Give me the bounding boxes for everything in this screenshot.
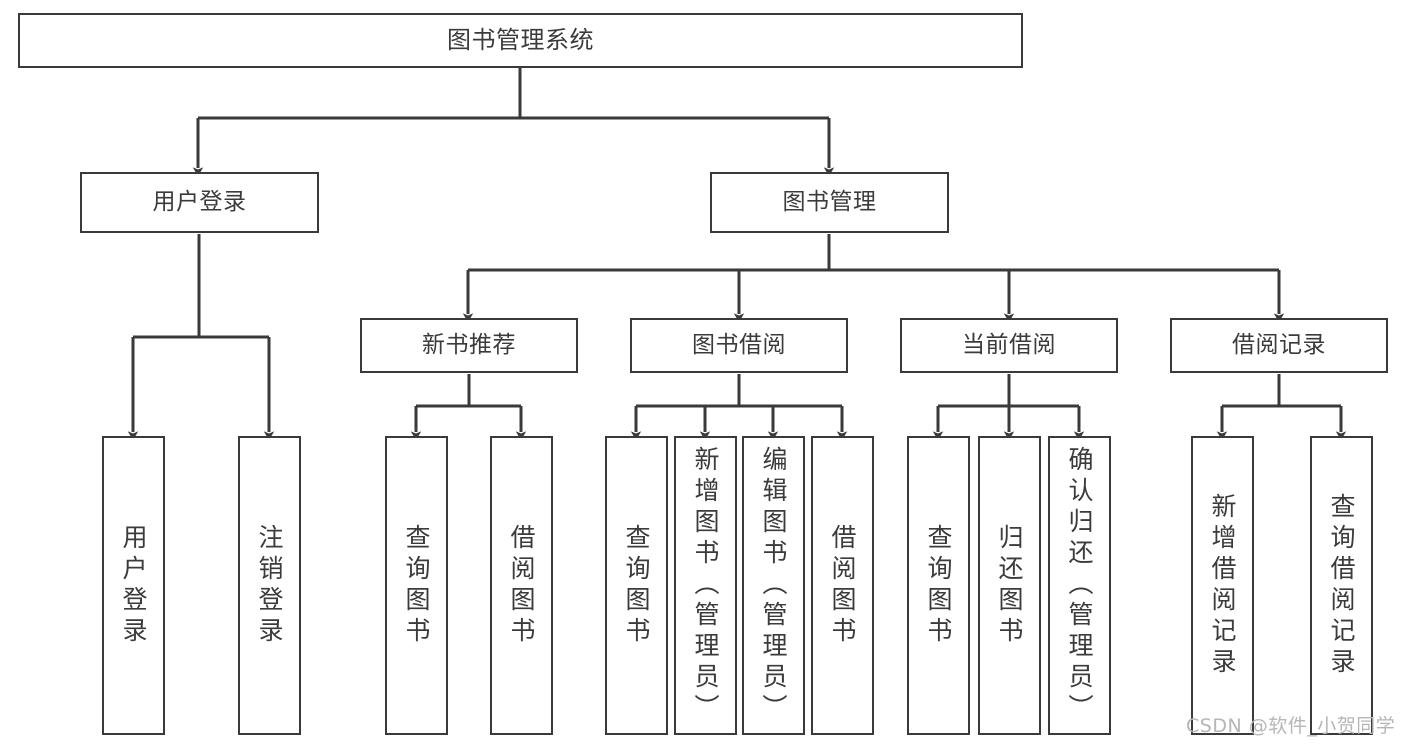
leaf-current-borrow-query[interactable]: 查询图书 bbox=[907, 436, 970, 735]
node-root-system-label: 图书管理系统 bbox=[447, 26, 594, 55]
node-current-borrow[interactable]: 当前借阅 bbox=[900, 318, 1118, 373]
leaf-current-borrow-query-label: 查询图书 bbox=[924, 523, 953, 648]
node-book-management[interactable]: 图书管理 bbox=[710, 172, 949, 233]
node-book-management-label: 图书管理 bbox=[782, 188, 877, 215]
leaf-book-borrow-borrow[interactable]: 借阅图书 bbox=[811, 436, 874, 735]
node-new-book-recommend-label: 新书推荐 bbox=[422, 331, 516, 358]
csdn-watermark: CSDN @软件_小贺同学 bbox=[1186, 715, 1396, 737]
node-new-book-recommend[interactable]: 新书推荐 bbox=[360, 318, 578, 373]
leaf-user-login-signin[interactable]: 用户登录 bbox=[102, 436, 165, 735]
leaf-current-borrow-confirm[interactable]: 确认归还（管理员） bbox=[1048, 436, 1111, 735]
leaf-current-borrow-confirm-label: 确认归还（管理员） bbox=[1065, 446, 1094, 725]
leaf-book-borrow-add-label: 新增图书（管理员） bbox=[691, 446, 720, 725]
leaf-borrow-record-add[interactable]: 新增借阅记录 bbox=[1191, 436, 1254, 735]
node-current-borrow-label: 当前借阅 bbox=[962, 331, 1056, 358]
leaf-new-book-query[interactable]: 查询图书 bbox=[385, 436, 448, 735]
leaf-current-borrow-return-label: 归还图书 bbox=[995, 523, 1024, 648]
leaf-book-borrow-borrow-label: 借阅图书 bbox=[828, 523, 857, 648]
node-borrow-record[interactable]: 借阅记录 bbox=[1170, 318, 1388, 373]
leaf-book-borrow-query[interactable]: 查询图书 bbox=[605, 436, 668, 735]
leaf-borrow-record-query-label: 查询借阅记录 bbox=[1327, 492, 1356, 679]
leaf-book-borrow-add[interactable]: 新增图书（管理员） bbox=[674, 436, 737, 735]
node-book-borrow-label: 图书借阅 bbox=[692, 331, 786, 358]
node-root-system[interactable]: 图书管理系统 bbox=[18, 13, 1023, 68]
leaf-book-borrow-edit[interactable]: 编辑图书（管理员） bbox=[742, 436, 805, 735]
leaf-new-book-borrow[interactable]: 借阅图书 bbox=[490, 436, 553, 735]
node-book-borrow[interactable]: 图书借阅 bbox=[630, 318, 848, 373]
leaf-borrow-record-query[interactable]: 查询借阅记录 bbox=[1310, 436, 1373, 735]
leaf-new-book-query-label: 查询图书 bbox=[402, 523, 431, 648]
node-user-login-label: 用户登录 bbox=[152, 188, 247, 215]
leaf-new-book-borrow-label: 借阅图书 bbox=[507, 523, 536, 648]
leaf-user-login-signout[interactable]: 注销登录 bbox=[238, 436, 301, 735]
leaf-book-borrow-edit-label: 编辑图书（管理员） bbox=[759, 446, 788, 725]
leaf-user-login-signout-label: 注销登录 bbox=[255, 523, 284, 648]
leaf-current-borrow-return[interactable]: 归还图书 bbox=[978, 436, 1041, 735]
node-user-login[interactable]: 用户登录 bbox=[80, 172, 319, 233]
leaf-user-login-signin-label: 用户登录 bbox=[119, 523, 148, 648]
leaf-book-borrow-query-label: 查询图书 bbox=[622, 523, 651, 648]
node-borrow-record-label: 借阅记录 bbox=[1232, 331, 1326, 358]
leaf-borrow-record-add-label: 新增借阅记录 bbox=[1208, 492, 1237, 679]
